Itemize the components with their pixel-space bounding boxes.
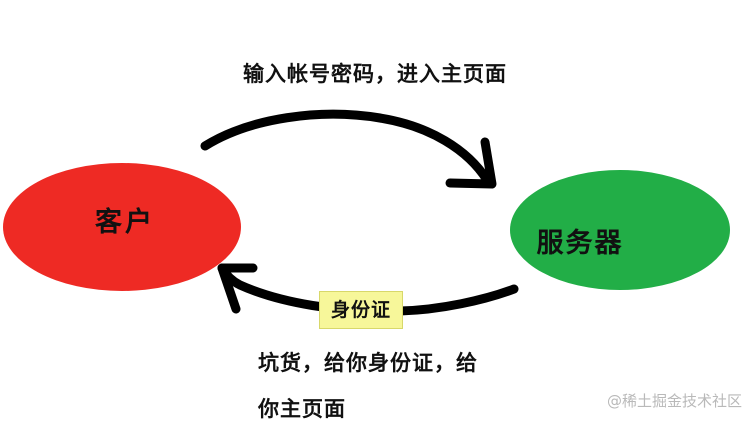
client-node [3,163,241,291]
client-label: 客户 [95,207,155,238]
top-arrow-head [445,137,497,189]
top-arrow [200,109,492,185]
bottom-arrow-label-line2: 你主页面 [258,396,346,421]
id-card-badge: 身份证 [319,291,403,329]
bottom-arrow-label-line1: 坑货，给你身份证，给 [258,350,478,375]
bottom-arrow-head [217,263,258,314]
top-arrow-label: 输入帐号密码，进入主页面 [243,61,507,86]
bottom-arrow-label: 坑货，给你身份证，给 你主页面 [258,340,528,432]
server-node [510,170,730,290]
watermark: @稀土掘金技术社区 [606,392,742,410]
server-label: 服务器 [536,228,624,259]
